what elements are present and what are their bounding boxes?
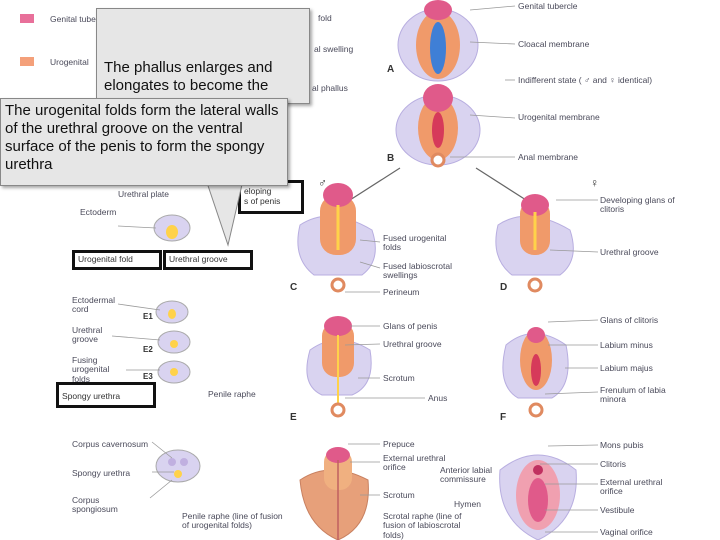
stage-e-figure — [306, 316, 372, 418]
urogenital-fold-box: Urogenital fold — [72, 250, 162, 270]
legend-swatch-genital-tubercle — [20, 14, 34, 23]
letter-e2: E2 — [143, 345, 153, 354]
stage-d-figure — [495, 194, 574, 293]
label-glans-of-clitoris: Glans of clitoris — [600, 315, 659, 325]
letter-d: D — [500, 282, 508, 293]
label-indifferent-state: Indifferent state ( ♂ and ♀ identical) — [518, 75, 653, 85]
label-anal-membrane: Anal membrane — [518, 152, 579, 162]
stage-b-figure — [395, 84, 481, 168]
male-symbol: ♂ — [318, 176, 327, 190]
label-perineum: Perineum — [383, 287, 420, 297]
label-clitoris: Clitoris — [600, 459, 626, 469]
leader-lines — [111, 5, 599, 533]
label-penile-raphe-line: Penile raphe (line of fusion of urogenit… — [182, 511, 283, 531]
letter-e: E — [290, 412, 297, 423]
stage-c-figure — [297, 183, 376, 293]
letter-c: C — [290, 282, 298, 293]
label-labium-majus: Labium majus — [600, 363, 653, 373]
stage-f-figure — [502, 327, 569, 418]
label-ectoderm: Ectoderm — [80, 207, 117, 217]
cross-section-upper — [153, 214, 191, 242]
label-spongy-urethra: Spongy urethra — [72, 468, 131, 478]
label-vestibule: Vestibule — [600, 505, 635, 515]
urethral-groove-box: Urethral groove — [163, 250, 253, 270]
label-urethral-groove-male: Urethral groove — [383, 339, 442, 349]
label-developing-glans: eloping — [244, 186, 272, 196]
letter-b: B — [387, 153, 395, 164]
legend-label-genital-tubercle: Genital tubercle — [50, 14, 110, 24]
label-prepuce: Prepuce — [383, 439, 415, 449]
spongy-urethra-box: Spongy urethra — [56, 382, 156, 408]
label-external-urethral-orifice-female: External urethral orifice — [600, 477, 663, 497]
letter-e1: E1 — [143, 312, 153, 321]
label-glans-of-penis: Glans of penis — [383, 321, 438, 331]
callout-phallus: The phallus enlarges and elongates to be… — [96, 8, 310, 104]
label-hymen: Hymen — [454, 499, 481, 509]
cross-section-bottom — [155, 449, 201, 483]
label-anterior-labial-commissure: Anterior labial commissure — [440, 465, 492, 485]
label-frenulum: Frenulum of labia minora — [600, 385, 666, 405]
label-anus: Anus — [428, 393, 448, 403]
label-fusing-folds: Fusing urogenital folds — [72, 355, 110, 384]
label-urethral-groove-female: Urethral groove — [600, 247, 659, 257]
label-corpus-spongiosum: Corpus spongiosum — [72, 495, 118, 515]
label-scrotum: Scrotum — [383, 373, 415, 383]
label-urogenital-membrane: Urogenital membrane — [518, 112, 600, 122]
label-fused-urogenital-folds: Fused urogenital folds — [383, 233, 447, 253]
cross-section-e1 — [155, 300, 189, 324]
label-fold: fold — [318, 13, 332, 23]
callout-spongy-urethra: The urogenital folds form the lateral wa… — [0, 98, 288, 186]
cross-section-e2 — [157, 330, 191, 354]
label-vaginal-orifice: Vaginal orifice — [600, 527, 653, 537]
label-scrotal-raphe: Scrotal raphe (line of fusion of labiosc… — [383, 511, 462, 540]
label-ectodermal-cord: Ectodermal cord — [72, 295, 115, 315]
adult-female-figure — [499, 454, 577, 540]
label-mons-pubis: Mons pubis — [600, 440, 644, 450]
label-phallus: al phallus — [312, 83, 348, 93]
label-swelling: al swelling — [314, 44, 354, 54]
label-fused-labioscrotal: Fused labioscrotal swellings — [383, 261, 452, 281]
label-of-penis: s of penis — [244, 195, 281, 206]
letter-e3: E3 — [143, 372, 153, 381]
callout-spongy-urethra-text: The urogenital folds form the lateral wa… — [5, 102, 279, 173]
label-penile-raphe: Penile raphe — [208, 389, 256, 399]
label-urethral-groove-section: Urethral groove — [72, 325, 103, 345]
female-symbol: ♀ — [590, 176, 599, 190]
label-cloacal-membrane: Cloacal membrane — [518, 39, 590, 49]
legend-label-urogenital: Urogenital — [50, 57, 89, 67]
label-urethral-plate: Urethral plate — [118, 189, 170, 199]
letter-a: A — [387, 64, 395, 75]
label-genital-tubercle: Genital tubercle — [518, 1, 578, 11]
label-labium-minus: Labium minus — [600, 340, 653, 350]
stage-a-figure — [397, 0, 479, 82]
adult-male-figure — [299, 447, 369, 540]
legend-swatch-urogenital — [20, 57, 34, 66]
cross-section-e3 — [157, 360, 191, 384]
callout-phallus-text: The phallus enlarges and elongates to be… — [104, 59, 273, 94]
letter-f: F — [500, 412, 507, 423]
label-scrotum-bottom: Scrotum — [383, 490, 415, 500]
label-developing-glans-clitoris: Developing glans of clitoris — [600, 195, 675, 215]
label-external-urethral-orifice-male: External urethral orifice — [383, 453, 446, 473]
label-corpus-cavernosum: Corpus cavernosum — [72, 439, 149, 449]
